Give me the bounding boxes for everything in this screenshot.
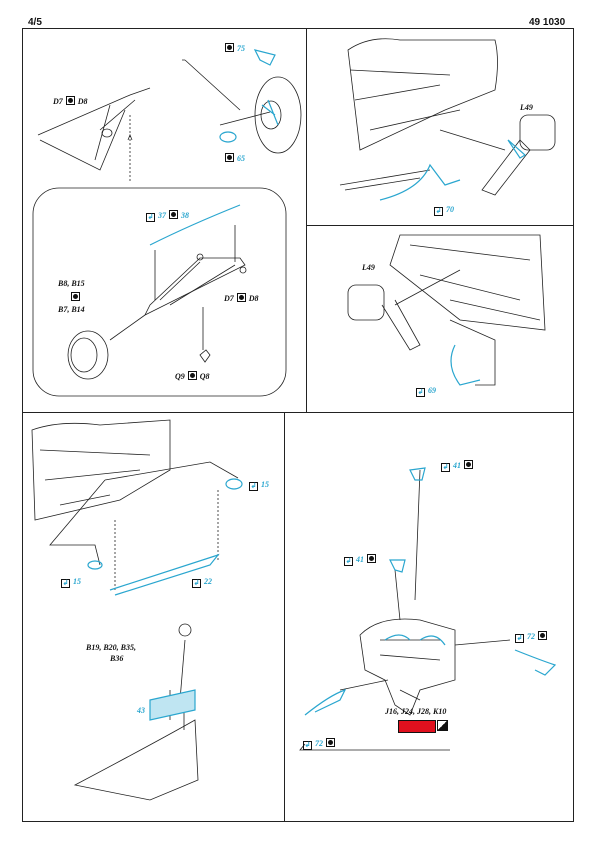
part-label-b7-b14: B7, B14	[58, 305, 85, 314]
engine-pod-drawing-2	[347, 284, 385, 321]
photo-etch-parts	[87, 49, 557, 721]
gear-leg-drawing	[144, 257, 246, 316]
etch-circle-icon	[65, 96, 75, 105]
paint-reference-label: J16, J24, J28, K10	[385, 707, 447, 716]
etch-circle-icon	[225, 153, 234, 162]
part-label-22: 22	[191, 577, 212, 588]
part-label-15-left: 15	[60, 577, 81, 588]
part-label-b19-b35: B19, B20, B35,	[86, 643, 137, 652]
part-label-43: 43	[137, 706, 145, 715]
part-label-69: 69	[415, 386, 436, 397]
bend-icon	[61, 579, 70, 588]
etch-circle-icon	[326, 738, 335, 747]
part-label-41-top: 41	[440, 460, 474, 472]
detail-callout	[32, 187, 287, 397]
etch-circle-icon	[538, 631, 547, 640]
part-label-d7-d8-top: D7 D8	[53, 96, 88, 106]
etch-circle-icon	[187, 371, 197, 380]
product-code: 49 1030	[529, 17, 566, 28]
fuselage-side-drawing	[31, 419, 171, 521]
bend-icon	[515, 634, 524, 643]
bend-icon	[441, 463, 450, 472]
part-label-70: 70	[433, 205, 454, 216]
part-label-72-right: 72	[514, 631, 548, 643]
wheel-drawing	[254, 76, 302, 154]
wheel-detail-drawing	[67, 330, 109, 380]
part-label-15-right: 15	[248, 480, 269, 491]
paint-finish-icon	[437, 720, 448, 731]
part-label-65: 65	[224, 153, 245, 163]
part-label-b36: B36	[110, 654, 124, 663]
part-label-l49-top: L49	[520, 103, 533, 112]
bend-icon	[344, 557, 353, 566]
red-paint-swatch	[398, 720, 436, 733]
bend-icon	[192, 579, 201, 588]
fuselage-bottom-drawing	[73, 719, 199, 801]
panel-engine-detail	[284, 412, 574, 822]
part-label-72-left: 72	[302, 738, 336, 750]
etch-circle-icon	[71, 292, 80, 301]
part-label-d7-d8-detail: D7 D8	[224, 293, 259, 303]
etch-circle-icon	[169, 210, 178, 219]
part-label-b-icon	[70, 292, 81, 302]
bend-icon	[249, 482, 258, 491]
etch-circle-icon	[367, 554, 376, 563]
engine-block-drawing	[359, 618, 456, 716]
bend-icon	[416, 388, 425, 397]
part-label-37-38: 37 38	[145, 210, 189, 222]
etch-circle-icon	[225, 43, 234, 52]
part-label-q9-q8: Q9 Q8	[175, 371, 210, 381]
fuselage-engine-drawing	[347, 38, 498, 151]
etch-circle-icon	[464, 460, 473, 469]
bend-icon	[434, 207, 443, 216]
etch-circle-icon	[236, 293, 246, 302]
bend-icon	[146, 213, 155, 222]
bend-icon	[303, 741, 312, 750]
page-number: 4/5	[28, 17, 42, 28]
fuselage-engine-drawing-2	[389, 234, 546, 331]
part-label-l49-mid: L49	[362, 263, 375, 272]
part-label-75: 75	[224, 43, 245, 53]
part-label-b8-b15: B8, B15	[58, 279, 85, 288]
engine-pod-drawing	[519, 114, 556, 151]
strut-drawing	[37, 87, 151, 171]
part-label-41-mid: 41	[343, 554, 377, 566]
